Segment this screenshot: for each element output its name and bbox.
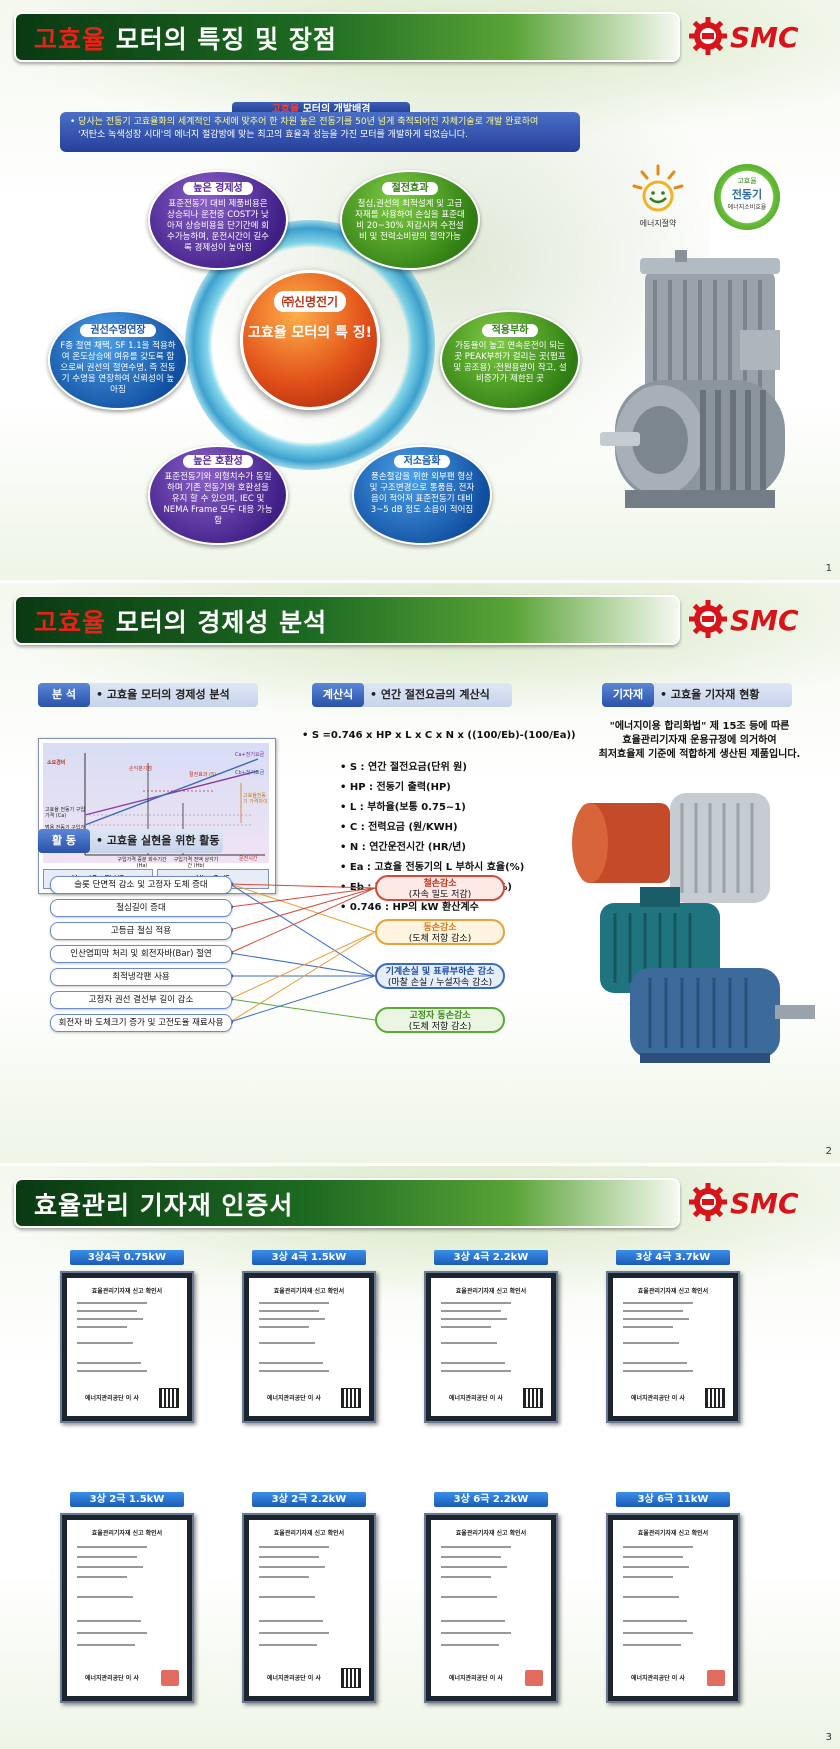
slide-title: 고효율 모터의 특징 및 장점	[34, 25, 337, 54]
center-badge: ㈜신명전기 고효율 모터의 특 징!	[240, 270, 380, 410]
certificate: 3상 4극 3.7kW 효율관리기자재 신고 확인서 에너지관리공단 이 사	[602, 1250, 744, 1423]
activity-item: 인산염피막 처리 및 회전자바(Bar) 절연	[50, 945, 232, 963]
activity-item: 최적냉각팬 사용	[50, 968, 232, 986]
svg-text:SMC: SMC	[730, 604, 799, 637]
result-copper-loss: 동손감소(도체 저항 감소)	[375, 919, 505, 945]
tag-activity-label: 활 동• 고효율 실현을 위한 활동	[38, 829, 220, 853]
tag-calc-label: 계산식• 연간 절전요금의 계산식	[312, 683, 490, 707]
feature-load: 적용부하 가동율이 높고 연속운전이 되는 곳 PEAK부하가 걸리는 곳(펌프…	[440, 310, 580, 410]
activity-item: 고등급 철심 적용	[50, 922, 232, 940]
slide-title-bar: 효율관리 기자재 인증서	[14, 1178, 680, 1228]
motor-image	[600, 250, 785, 508]
result-mechanical-loss: 기계손실 및 표류부하손 감소(마찰 손실 / 누설자속 감소)	[375, 963, 505, 989]
result-stator-copper-loss: 고정자 동손감소(도체 저항 감소)	[375, 1007, 505, 1033]
efficiency-badge: 고효율 전동기 에너지소비효율	[714, 164, 780, 230]
smc-logo: SMC	[689, 17, 799, 55]
feature-low-noise: 저소음화 풍손절감을 위한 외부팬 형상 및 구조변경으로 통풍음, 전자음이 …	[352, 445, 492, 545]
tag-equipment-label: 기자재• 고효율 기자재 현황	[602, 683, 759, 707]
feature-winding-life: 권선수명연장 F종 절연 채택, SF 1.1을 적용하여 온도상승에 여유를 …	[48, 310, 188, 410]
page-number: 1	[825, 563, 832, 574]
slide-title: 고효율 모터의 경제성 분석	[34, 608, 328, 637]
page-number: 3	[825, 1732, 832, 1743]
certificate: 3상 4극 1.5kW 효율관리기자재 신고 확인서 에너지관리공단 이 사	[238, 1250, 380, 1423]
slide-1: 고효율 모터의 특징 및 장점 SMC 고효율 모터의 개발배경 • 당사는 전…	[0, 0, 840, 580]
smc-logo: SMC	[689, 600, 799, 638]
activity-item: 고정자 권선 결선부 길이 감소	[50, 991, 232, 1009]
certificate: 3상 6극 2.2kW 효율관리기자재 신고 확인서 에너지관리공단 이 사	[420, 1492, 562, 1703]
slide-title-bar: 고효율 모터의 경제성 분석	[14, 595, 680, 645]
slide-2: 고효율 모터의 경제성 분석 SMC 분 석• 고효율 모터의 경제성 분석 계…	[0, 583, 840, 1163]
background-box: • 당사는 전동기 고효율화의 세계적인 추세에 맞추어 한 차원 높은 전동기…	[60, 112, 580, 152]
certificate: 3상 4극 2.2kW 효율관리기자재 신고 확인서 에너지관리공단 이 사	[420, 1250, 562, 1423]
slide-title: 효율관리 기자재 인증서	[34, 1191, 294, 1220]
result-iron-loss: 철손감소(자속 밀도 저감)	[375, 875, 505, 901]
certificate: 3상4극 0.75kW 효율관리기자재 신고 확인서 에너지관리공단 이 사	[56, 1250, 198, 1423]
activity-item: 슬롯 단면적 감소 및 고정자 도체 증대	[50, 876, 232, 894]
motors-image	[572, 793, 815, 1063]
savings-formula: • S =0.746 x HP x L x C x N x ((100/Eb)-…	[302, 730, 576, 741]
activity-item: 회전자 바 도체크기 증가 및 고전도율 재료사용	[50, 1014, 232, 1032]
svg-text:SMC: SMC	[730, 21, 799, 54]
certificate: 3상 2극 2.2kW 효율관리기자재 신고 확인서 에너지관리공단 이 사	[238, 1492, 380, 1703]
slide-3: 효율관리 기자재 인증서 SMC 3상4극 0.75kW 효율관리기자재 신고 …	[0, 1166, 840, 1749]
equipment-standard-text: "에너지이용 합리화법" 제 15조 등에 따른 효율관리기자재 운용규정에 의…	[598, 721, 801, 760]
svg-text:SMC: SMC	[730, 1187, 799, 1220]
feature-economy: 높은 경제성 표준전동기 대비 제품비용은 상승되나 운전중 COST가 낮아져…	[148, 170, 288, 270]
svg-text:에너지절약: 에너지절약	[640, 218, 677, 228]
slide-title-bar: 고효율 모터의 특징 및 장점	[14, 12, 680, 62]
page-number: 2	[825, 1146, 832, 1157]
feature-compatibility: 높은 호환성 표준전동기와 외형치수가 동일하며 기존 전동기와 호환성을 유지…	[148, 445, 288, 545]
activity-item: 철심길이 증대	[50, 899, 232, 917]
tag-analysis-label: 분 석• 고효율 모터의 경제성 분석	[38, 683, 230, 707]
smc-logo: SMC	[689, 1183, 799, 1221]
energy-saving-logo: 에너지절약	[632, 164, 684, 228]
activity-flow-lines	[227, 881, 376, 1025]
feature-power-saving: 절전효과 철심,권선의 최적설계 및 고급자재를 사용하여 손실을 표준대비 2…	[340, 170, 480, 270]
certificate: 3상 2극 1.5kW 효율관리기자재 신고 확인서 에너지관리공단 이 사	[56, 1492, 198, 1703]
certificate: 3상 6극 11kW 효율관리기자재 신고 확인서 에너지관리공단 이 사	[602, 1492, 744, 1703]
